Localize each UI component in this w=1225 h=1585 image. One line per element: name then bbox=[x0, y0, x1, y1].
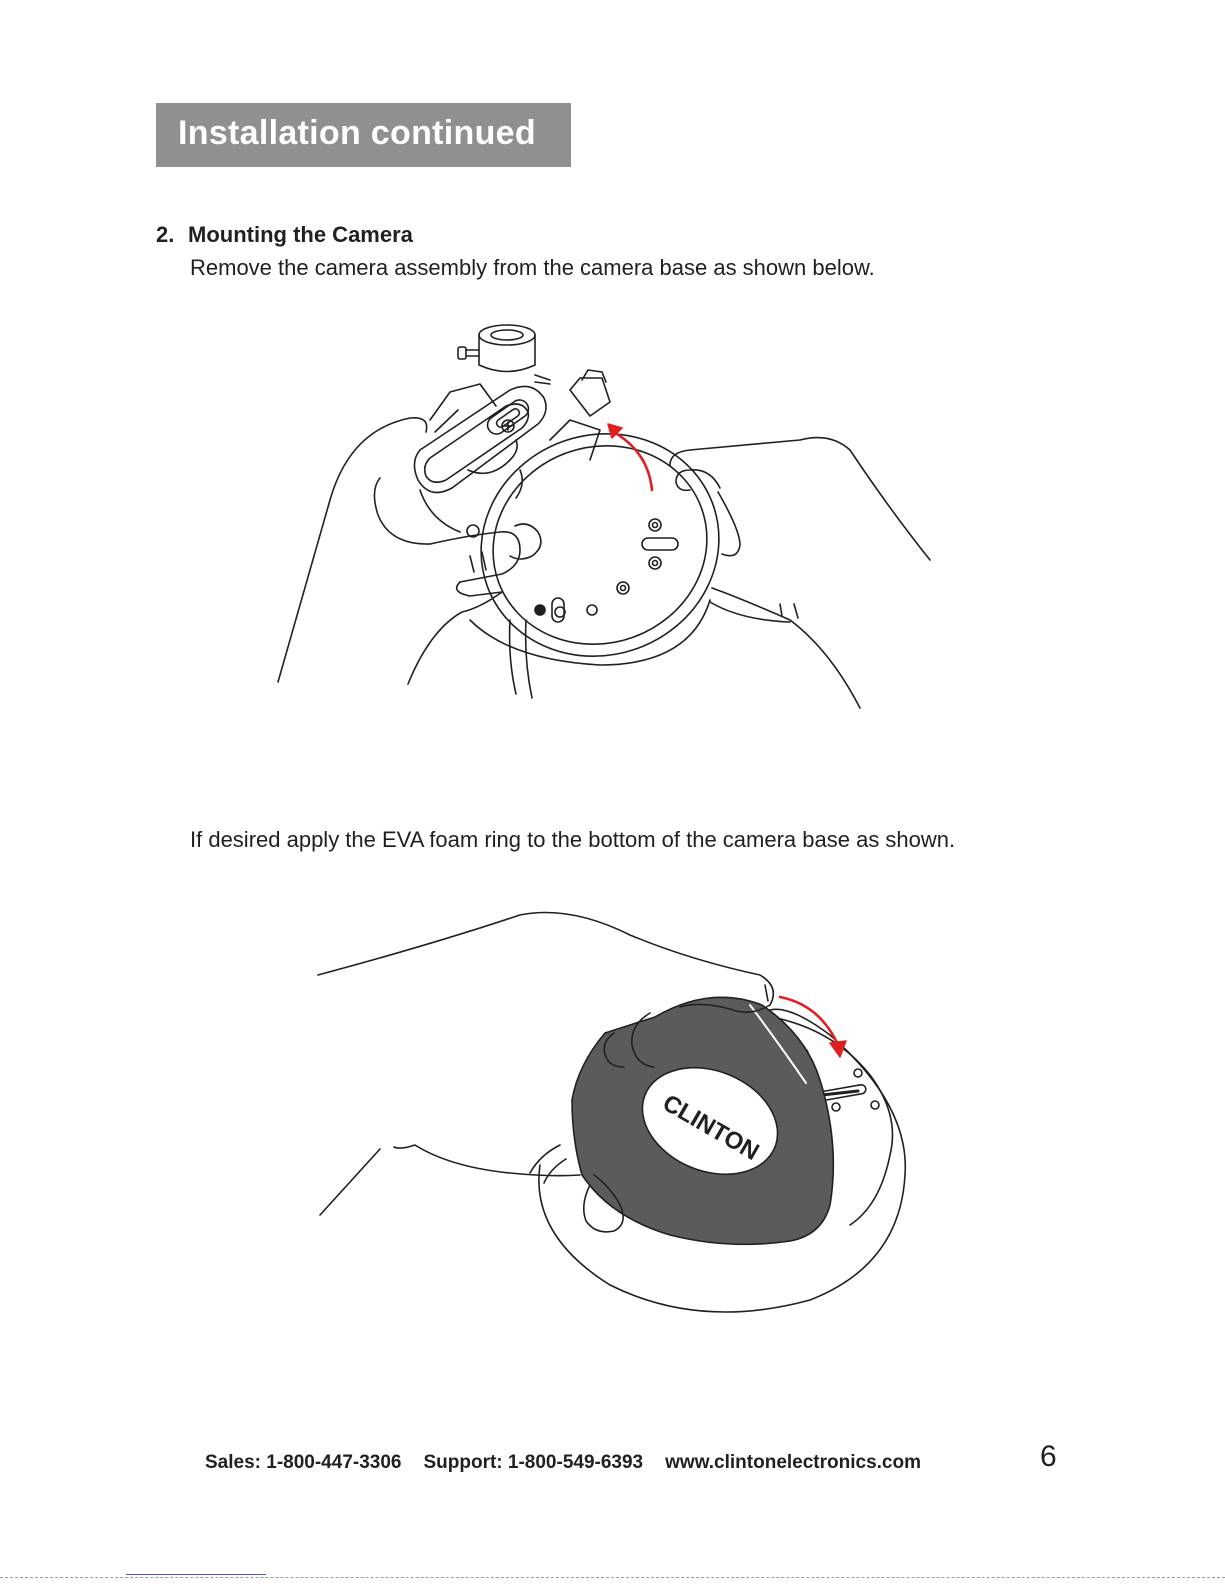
page-edge-link-mark bbox=[126, 1574, 266, 1575]
support-phone: Support: 1-800-549-6393 bbox=[423, 1452, 643, 1473]
step-heading: 2.Mounting the Camera bbox=[156, 222, 413, 248]
remove-camera-assembly-illustration bbox=[270, 320, 950, 710]
section-title: Installation continued bbox=[178, 114, 536, 153]
instruction-remove-assembly: Remove the camera assembly from the came… bbox=[190, 255, 875, 281]
step-title: Mounting the Camera bbox=[188, 222, 413, 247]
footer-contacts: Sales: 1-800-447-3306 Support: 1-800-549-… bbox=[205, 1452, 943, 1474]
page-number: 6 bbox=[1040, 1440, 1057, 1474]
sales-phone: Sales: 1-800-447-3306 bbox=[205, 1452, 401, 1473]
website-link[interactable]: www.clintonelectronics.com bbox=[665, 1452, 921, 1473]
page-edge-divider bbox=[0, 1577, 1225, 1578]
instruction-apply-foam-ring: If desired apply the EVA foam ring to th… bbox=[190, 827, 955, 853]
step-number: 2. bbox=[156, 222, 188, 248]
section-banner: Installation continued bbox=[156, 103, 571, 167]
apply-foam-ring-illustration: CLINTON bbox=[310, 905, 920, 1325]
